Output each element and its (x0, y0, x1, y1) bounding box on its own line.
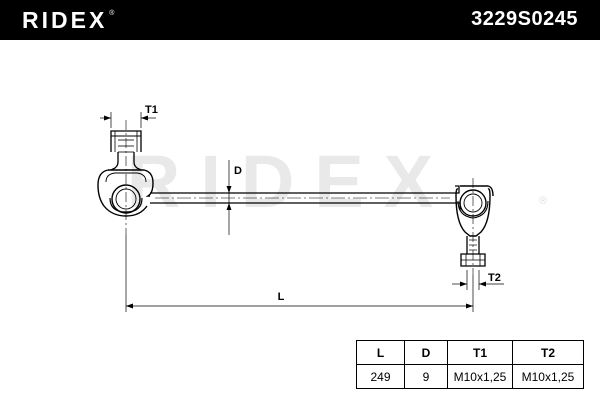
t1-label: T1 (145, 104, 158, 116)
spec-value-t2: M10x1,25 (512, 364, 584, 389)
t2-dimension: T2 (452, 270, 504, 290)
left-ball-joint (97, 120, 154, 235)
spec-header-t1: T1 (447, 340, 513, 365)
header-bar: RIDEX ® 3229S0245 (0, 0, 600, 40)
spec-header-t2: T2 (512, 340, 584, 365)
brand-name: RIDEX (22, 6, 108, 33)
right-ball-joint (452, 178, 494, 275)
t1-dimension: T1 (100, 104, 158, 128)
t2-label: T2 (488, 272, 501, 284)
specs-header-row: L D T1 T2 (356, 340, 584, 365)
brand-logo: RIDEX ® (22, 6, 114, 34)
connecting-rod (150, 192, 452, 204)
spec-value-d: 9 (404, 364, 448, 389)
spec-value-t1: M10x1,25 (447, 364, 513, 389)
specs-value-row: 249 9 M10x1,25 M10x1,25 (356, 364, 584, 389)
spec-value-l: 249 (356, 364, 405, 389)
watermark-registered-mark: ® (539, 195, 547, 207)
part-number: 3229S0245 (471, 8, 578, 30)
specifications-table: L D T1 T2 249 9 M10x1,25 M10x1,25 (356, 340, 584, 389)
registered-mark: ® (109, 9, 115, 17)
watermark-text: RIDEX (127, 140, 453, 223)
spec-header-d: D (404, 340, 448, 365)
l-dimension: L (125, 235, 474, 312)
spec-header-l: L (356, 340, 405, 365)
d-label: D (234, 165, 242, 177)
d-dimension: D (226, 160, 242, 235)
stabilizer-link-drawing: RIDEX ® (97, 104, 547, 312)
l-label: L (278, 291, 285, 303)
